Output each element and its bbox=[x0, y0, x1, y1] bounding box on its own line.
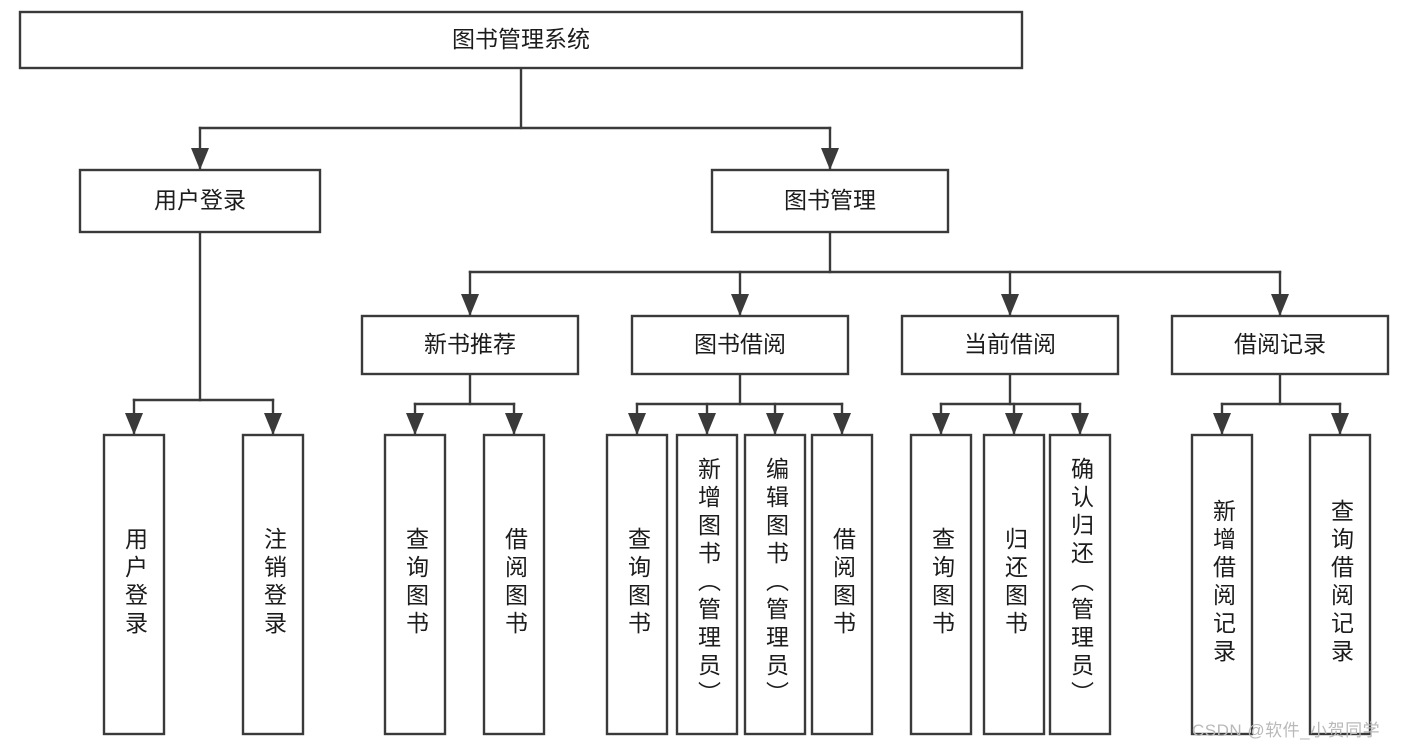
node-l2-book-manage[interactable]: 图书管理 bbox=[710, 168, 950, 234]
arrow-head-icon bbox=[264, 413, 282, 435]
arrow-head-icon bbox=[628, 413, 646, 435]
node-box[interactable] bbox=[1170, 314, 1390, 376]
node-box[interactable] bbox=[78, 168, 322, 234]
node-label: 图书借阅 bbox=[694, 331, 786, 357]
node-l3-new-book[interactable]: 新书推荐 bbox=[360, 314, 580, 376]
arrow-head-icon bbox=[932, 413, 950, 435]
node-leaf-bb-add[interactable] bbox=[675, 433, 739, 736]
arrow-head-icon bbox=[731, 294, 749, 316]
node-leaf-cb-query[interactable] bbox=[909, 433, 973, 736]
node-l3-borrow[interactable]: 图书借阅 bbox=[630, 314, 850, 376]
node-box[interactable] bbox=[482, 433, 546, 736]
node-leaf-rec-query[interactable] bbox=[1308, 433, 1372, 736]
node-box[interactable] bbox=[900, 314, 1120, 376]
node-box[interactable] bbox=[360, 314, 580, 376]
node-box[interactable] bbox=[241, 433, 305, 736]
arrow-head-icon bbox=[1271, 294, 1289, 316]
node-label: 图书管理系统 bbox=[452, 26, 590, 52]
node-box[interactable] bbox=[102, 433, 166, 736]
node-label: 图书管理 bbox=[784, 187, 876, 213]
node-l3-current[interactable]: 当前借阅 bbox=[900, 314, 1120, 376]
arrow-head-icon bbox=[1071, 413, 1089, 435]
arrow-head-icon bbox=[505, 413, 523, 435]
node-box[interactable] bbox=[1190, 433, 1254, 736]
node-box[interactable] bbox=[1048, 433, 1112, 736]
node-leaf-bb-borrow[interactable] bbox=[810, 433, 874, 736]
arrow-head-icon bbox=[821, 148, 839, 170]
node-box[interactable] bbox=[909, 433, 973, 736]
node-leaf-bb-query[interactable] bbox=[605, 433, 669, 736]
node-root[interactable]: 图书管理系统 bbox=[18, 10, 1024, 70]
node-box[interactable] bbox=[710, 168, 950, 234]
node-box[interactable] bbox=[675, 433, 739, 736]
node-label: 当前借阅 bbox=[964, 331, 1056, 357]
arrow-head-icon bbox=[191, 148, 209, 170]
node-label: 借阅记录 bbox=[1234, 331, 1326, 357]
arrow-head-icon bbox=[1001, 294, 1019, 316]
node-leaf-user-login[interactable] bbox=[102, 433, 166, 736]
node-leaf-logout[interactable] bbox=[241, 433, 305, 736]
arrow-head-icon bbox=[1005, 413, 1023, 435]
arrow-head-icon bbox=[766, 413, 784, 435]
node-leaf-cb-confirm[interactable] bbox=[1048, 433, 1112, 736]
node-leaf-nb-query[interactable] bbox=[383, 433, 447, 736]
arrow-head-icon bbox=[406, 413, 424, 435]
node-box[interactable] bbox=[605, 433, 669, 736]
node-leaf-rec-add[interactable] bbox=[1190, 433, 1254, 736]
node-box[interactable] bbox=[982, 433, 1046, 736]
arrow-head-icon bbox=[1331, 413, 1349, 435]
node-leaf-nb-borrow[interactable] bbox=[482, 433, 546, 736]
node-box[interactable] bbox=[383, 433, 447, 736]
node-l3-record[interactable]: 借阅记录 bbox=[1170, 314, 1390, 376]
node-leaf-cb-return[interactable] bbox=[982, 433, 1046, 736]
node-leaf-bb-edit[interactable] bbox=[743, 433, 807, 736]
node-l2-user-login[interactable]: 用户登录 bbox=[78, 168, 322, 234]
arrow-head-icon bbox=[698, 413, 716, 435]
arrow-head-icon bbox=[833, 413, 851, 435]
node-box[interactable] bbox=[630, 314, 850, 376]
node-label: 用户登录 bbox=[154, 187, 246, 213]
csdn-watermark: CSDN @软件_小贺同学 bbox=[1192, 721, 1381, 740]
arrow-head-icon bbox=[125, 413, 143, 435]
node-box[interactable] bbox=[18, 10, 1024, 70]
arrow-head-icon bbox=[461, 294, 479, 316]
edge-layer bbox=[125, 66, 1349, 437]
node-box[interactable] bbox=[810, 433, 874, 736]
node-box[interactable] bbox=[1308, 433, 1372, 736]
node-box[interactable] bbox=[743, 433, 807, 736]
arrow-head-icon bbox=[1213, 413, 1231, 435]
node-label: 新书推荐 bbox=[424, 331, 516, 357]
